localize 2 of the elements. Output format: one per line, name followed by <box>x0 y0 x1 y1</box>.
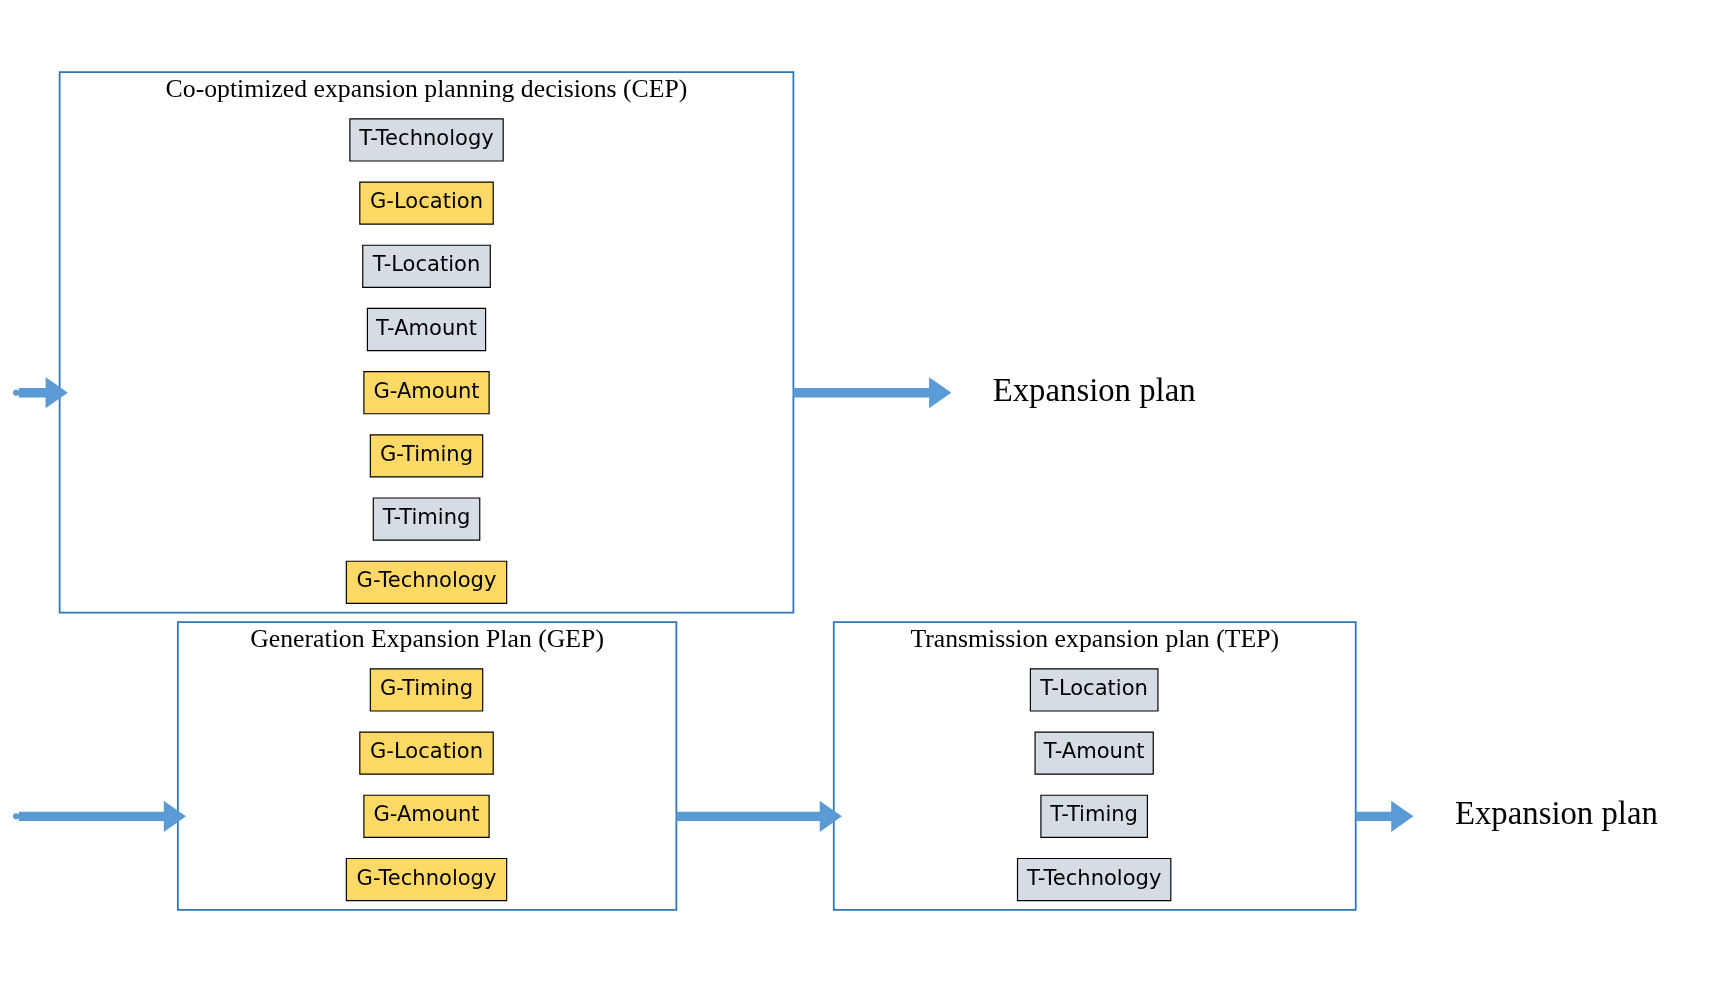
node-text: Expansion plan <box>1454 794 1658 831</box>
node-text: Expansion plan <box>992 371 1196 408</box>
